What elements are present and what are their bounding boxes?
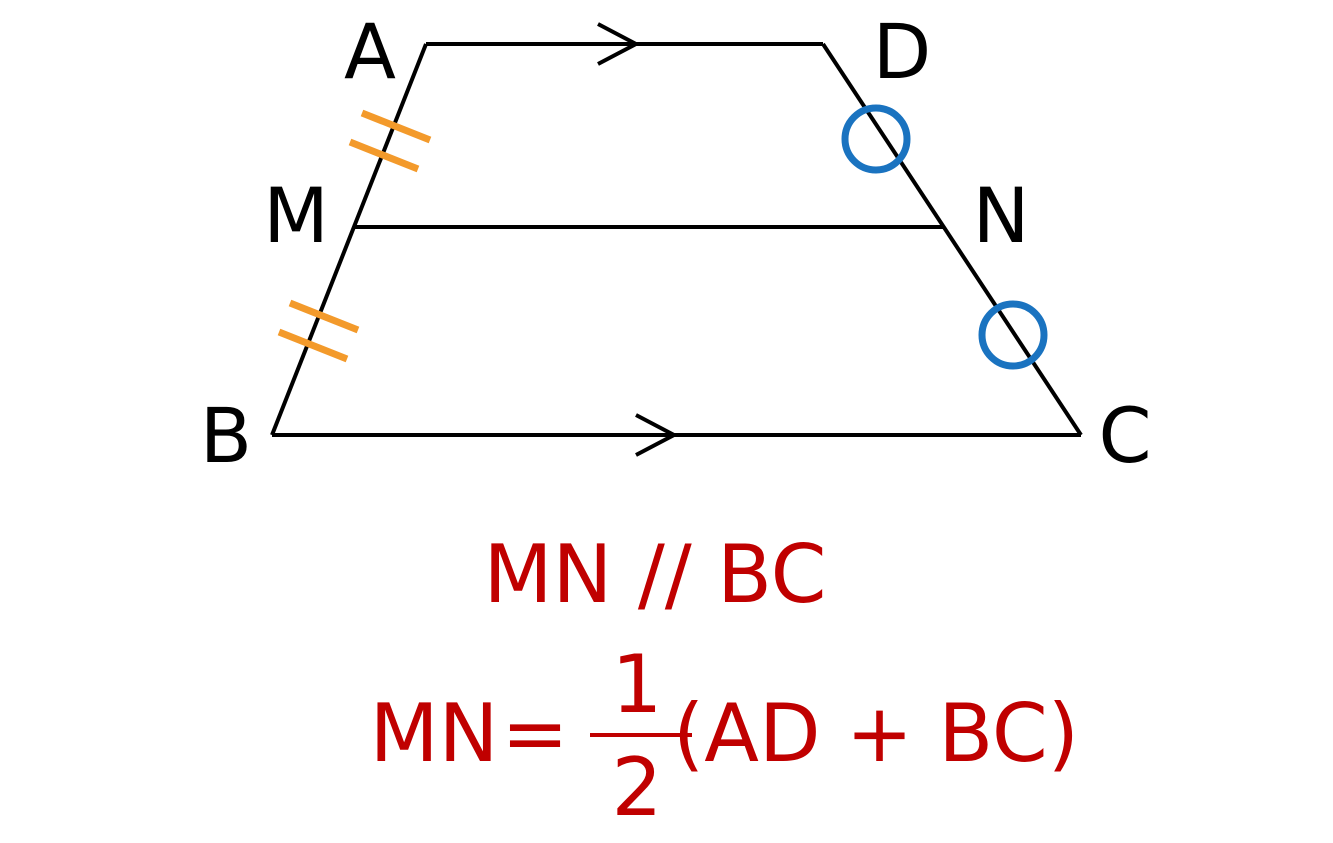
side-dc bbox=[821, 42, 1083, 437]
formula-parallel: MN // BC bbox=[484, 528, 827, 621]
vertex-label-a: A bbox=[344, 7, 396, 96]
formula-length-lhs: MN bbox=[370, 687, 499, 780]
vertex-label-n: N bbox=[973, 171, 1030, 260]
vertex-label-b: B bbox=[200, 391, 252, 480]
vertex-labels: A D M N B C bbox=[200, 7, 1152, 480]
parallel-marks bbox=[597, 22, 679, 457]
formula-length-rhs: (AD + BC) bbox=[673, 687, 1079, 780]
vertex-label-d: D bbox=[873, 7, 932, 96]
equal-tick-marks bbox=[277, 109, 432, 363]
vertex-label-c: C bbox=[1098, 391, 1151, 480]
tick-am-1 bbox=[360, 109, 432, 144]
parallel-arrow-bc bbox=[635, 413, 679, 457]
parallel-arrow-ad bbox=[597, 22, 641, 66]
fraction-numerator: 1 bbox=[612, 638, 663, 731]
vertex-label-m: M bbox=[263, 171, 329, 260]
tick-mb-1 bbox=[288, 299, 360, 334]
tick-am-2 bbox=[348, 138, 420, 173]
formula-equals-sign: = bbox=[501, 687, 568, 780]
side-ab bbox=[270, 43, 428, 436]
formulas: MN // BC MN = 1 2 (AD + BC) bbox=[370, 528, 1079, 834]
trapezoid-shape bbox=[270, 42, 1083, 437]
equal-circle-marks bbox=[841, 104, 1048, 370]
tick-mb-2 bbox=[277, 328, 349, 363]
circle-mark-nc bbox=[978, 300, 1048, 370]
circle-mark-dn bbox=[841, 104, 911, 174]
fraction-denominator: 2 bbox=[612, 741, 663, 834]
